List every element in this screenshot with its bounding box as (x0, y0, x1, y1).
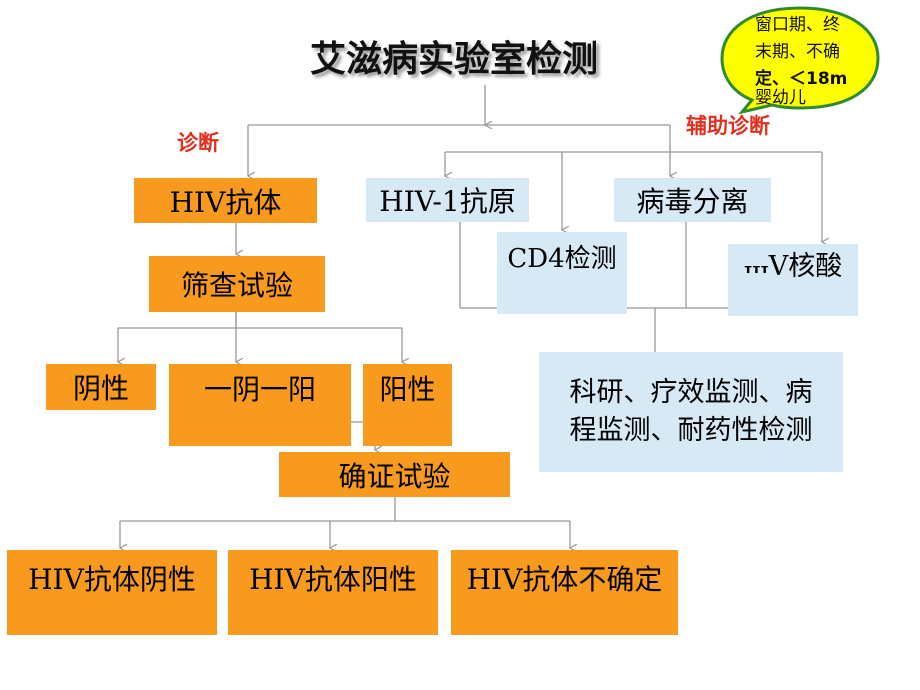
research-line: 科研、疗效监测、病 (569, 377, 813, 408)
callout-line: 定、＜18m (755, 69, 848, 89)
callout-text: 窗口期、终 末期、不确 定、＜18m 婴幼儿 (755, 12, 847, 112)
label-auxiliary-diagnosis: 辅助诊断 (686, 114, 770, 138)
node-positive: 阳性 (363, 364, 452, 446)
clipped-glyph: ш (743, 256, 769, 273)
node-cd4-test: CD4检测 (497, 232, 627, 314)
page-title: 艾滋病实验室检测 (310, 39, 599, 80)
label-diagnosis: 诊断 (177, 131, 219, 155)
node-screening-test: 筛查试验 (149, 256, 325, 312)
callout-line: 窗口期、终 (755, 15, 840, 35)
callout-line: 婴幼儿 (755, 88, 806, 108)
node-result-positive: HIV抗体阳性 (228, 550, 438, 635)
research-line: 程监测、耐药性检测 (569, 415, 813, 446)
node-hiv-antibody: HIV抗体 (134, 178, 317, 223)
nucleic-acid-label: V核酸 (768, 251, 843, 282)
node-negative: 阴性 (46, 364, 156, 410)
node-result-uncertain: HIV抗体不确定 (451, 550, 678, 635)
node-hiv1-antigen: HIV-1抗原 (366, 178, 529, 222)
node-virus-isolation: 病毒分离 (614, 178, 771, 222)
callout-line: 末期、不确 (755, 42, 840, 62)
node-confirm-test: 确证试验 (279, 452, 510, 497)
node-research-monitoring: 科研、疗效监测、病 程监测、耐药性检测 (539, 352, 843, 472)
node-result-negative: HIV抗体阴性 (7, 550, 217, 635)
node-neg-pos: 一阴一阳 (169, 364, 351, 446)
